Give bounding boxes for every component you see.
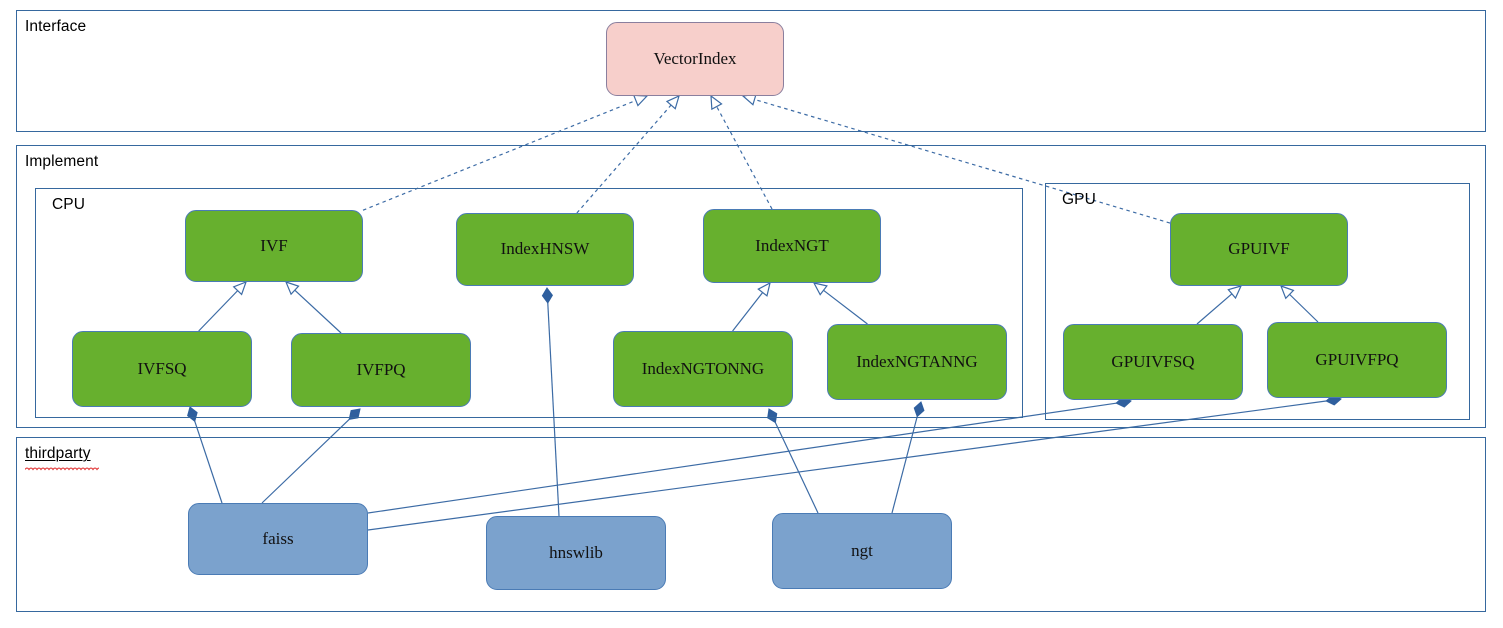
container-label-gpu: GPU	[1062, 191, 1096, 208]
class-node-label: faiss	[262, 528, 294, 548]
class-node-ivfpq[interactable]: IVFPQ	[291, 333, 471, 407]
class-node-gpuivf[interactable]: GPUIVF	[1170, 213, 1348, 286]
class-node-label: IndexNGT	[755, 235, 829, 255]
class-node-label: IVFSQ	[137, 358, 187, 378]
class-node-label: VectorIndex	[653, 48, 737, 68]
class-node-hnswlib[interactable]: hnswlib	[486, 516, 666, 590]
container-cpu	[35, 188, 1023, 418]
class-node-label: IVF	[260, 235, 288, 255]
container-interface	[16, 10, 1486, 132]
class-node-label: hnswlib	[549, 542, 603, 562]
class-node-ivfsq[interactable]: IVFSQ	[72, 331, 252, 407]
class-node-faiss[interactable]: faiss	[188, 503, 368, 575]
class-node-label: ngt	[851, 540, 873, 560]
class-node-label: GPUIVFSQ	[1111, 351, 1195, 371]
class-node-indexngt[interactable]: IndexNGT	[703, 209, 881, 283]
class-node-gpuivfsq[interactable]: GPUIVFSQ	[1063, 324, 1243, 400]
class-node-vectorindex[interactable]: VectorIndex	[606, 22, 784, 96]
class-node-label: IndexNGTONNG	[641, 358, 765, 378]
class-node-label: IndexHNSW	[500, 239, 590, 259]
class-node-label: IVFPQ	[356, 359, 406, 379]
class-node-label: IndexNGTANNG	[856, 351, 978, 371]
class-node-label: GPUIVFPQ	[1315, 349, 1399, 369]
container-label-interface: Interface	[25, 18, 87, 35]
class-node-label: GPUIVF	[1228, 239, 1290, 259]
container-label-cpu: CPU	[52, 196, 86, 213]
class-node-indexngtonng[interactable]: IndexNGTONNG	[613, 331, 793, 407]
class-node-indexhnsw[interactable]: IndexHNSW	[456, 213, 634, 286]
container-gpu	[1045, 183, 1470, 420]
class-node-ngt[interactable]: ngt	[772, 513, 952, 589]
container-implement	[16, 145, 1486, 428]
class-node-gpuivfpq[interactable]: GPUIVFPQ	[1267, 322, 1447, 398]
container-label-implement: Implement	[25, 153, 99, 170]
class-node-ivf[interactable]: IVF	[185, 210, 363, 282]
container-label-thirdparty: thirdparty	[25, 445, 91, 462]
class-node-indexngtanng[interactable]: IndexNGTANNG	[827, 324, 1007, 400]
container-thirdparty	[16, 437, 1486, 612]
